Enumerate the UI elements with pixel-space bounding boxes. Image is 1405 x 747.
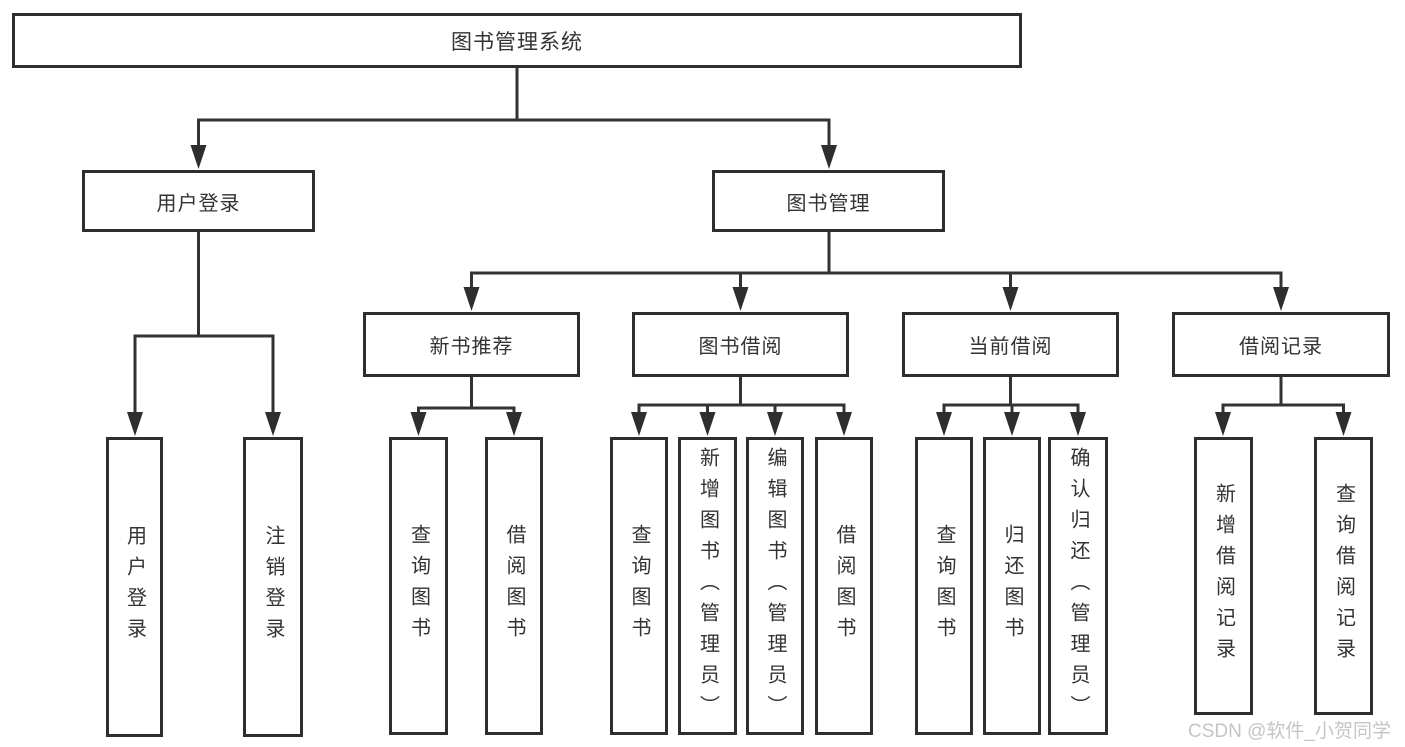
- leaf-query-books-borrowing: 查询图书: [610, 437, 668, 735]
- leaf-label: 新增借阅记录: [1212, 483, 1235, 669]
- leaf-query-books-recommend: 查询图书: [389, 437, 448, 735]
- leaf-user-login: 用户登录: [106, 437, 163, 737]
- arrowhead: [1070, 412, 1086, 436]
- leaf-borrow-books-borrowing: 借阅图书: [815, 437, 873, 735]
- leaf-borrow-books-recommend: 借阅图书: [485, 437, 543, 735]
- node-label: 用户登录: [156, 192, 241, 215]
- leaf-label: 查询图书: [933, 524, 955, 648]
- node-label: 当前借阅: [968, 336, 1053, 358]
- leaf-label: 用户登录: [123, 525, 146, 649]
- arrowhead: [732, 287, 749, 311]
- arrowhead: [410, 412, 427, 436]
- leaf-label: 确认归还（管理员）: [1067, 446, 1089, 726]
- arrowhead: [1004, 412, 1020, 436]
- leaf-label: 编辑图书（管理员）: [764, 446, 786, 726]
- node-borrowing-records: 借阅记录: [1172, 312, 1390, 377]
- arrowhead: [767, 412, 783, 436]
- node-label: 新书推荐: [429, 336, 514, 358]
- node-label: 图书管理系统: [451, 30, 583, 54]
- leaf-query-borrow-record: 查询借阅记录: [1314, 437, 1373, 715]
- node-book-management: 图书管理: [712, 170, 945, 232]
- leaf-label: 借阅图书: [833, 524, 855, 648]
- leaf-label: 查询图书: [628, 524, 650, 648]
- leaf-add-book-admin: 新增图书（管理员）: [678, 437, 737, 735]
- arrowhead: [190, 145, 207, 169]
- leaf-query-books-current: 查询图书: [915, 437, 973, 735]
- arrowhead: [1215, 412, 1231, 436]
- node-user-login: 用户登录: [82, 170, 315, 232]
- arrowhead: [265, 412, 281, 436]
- arrowhead: [506, 412, 522, 436]
- leaf-confirm-return-admin: 确认归还（管理员）: [1048, 437, 1108, 735]
- arrowhead: [821, 145, 837, 169]
- node-label: 借阅记录: [1239, 336, 1323, 358]
- arrowhead: [463, 287, 480, 311]
- arrowhead: [1002, 287, 1019, 311]
- leaf-logout: 注销登录: [243, 437, 303, 737]
- node-root: 图书管理系统: [12, 13, 1022, 68]
- leaf-label: 借阅图书: [503, 524, 525, 648]
- csdn-watermark: CSDN @软件_小贺同学: [1188, 721, 1391, 742]
- leaf-return-book: 归还图书: [983, 437, 1041, 735]
- arrowhead: [631, 412, 647, 436]
- leaf-label: 新增图书（管理员）: [696, 446, 719, 726]
- node-current-borrowing: 当前借阅: [902, 312, 1119, 377]
- leaf-label: 注销登录: [262, 525, 284, 649]
- node-book-borrowing: 图书借阅: [632, 312, 849, 377]
- node-new-book-recommend: 新书推荐: [363, 312, 580, 377]
- arrowhead: [936, 412, 952, 436]
- leaf-edit-book-admin: 编辑图书（管理员）: [746, 437, 804, 735]
- leaf-label: 查询借阅记录: [1332, 483, 1355, 669]
- node-label: 图书管理: [786, 192, 871, 215]
- leaf-label: 归还图书: [1001, 524, 1023, 648]
- arrowhead: [699, 412, 716, 436]
- arrowhead: [1273, 287, 1289, 311]
- leaf-label: 查询图书: [407, 524, 430, 648]
- leaf-add-borrow-record: 新增借阅记录: [1194, 437, 1253, 715]
- arrowhead: [127, 412, 143, 436]
- arrowhead: [1335, 412, 1352, 436]
- node-label: 图书借阅: [698, 336, 783, 358]
- arrowhead: [836, 412, 852, 436]
